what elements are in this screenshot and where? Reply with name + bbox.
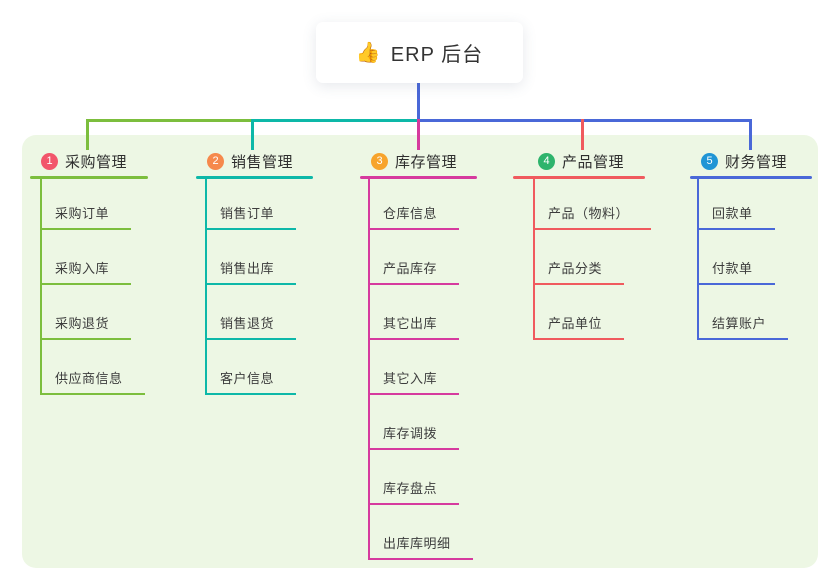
branch-title: 库存管理 bbox=[395, 153, 458, 171]
branch-vline bbox=[40, 178, 42, 395]
branch-number-badge: 4 bbox=[538, 152, 555, 170]
root-title: ERP 后台 bbox=[390, 44, 484, 66]
branch-vline bbox=[697, 178, 699, 340]
node-item[interactable]: 库存调拨 bbox=[368, 424, 460, 450]
connector-horizontal-sales bbox=[252, 119, 419, 122]
node-item[interactable]: 客户信息 bbox=[205, 369, 297, 395]
node-item[interactable]: 仓库信息 bbox=[368, 204, 460, 230]
branch-number-badge: 1 bbox=[41, 152, 58, 170]
connector-stub-purchase bbox=[86, 119, 89, 150]
node-item-label: 产品库存 bbox=[383, 261, 438, 276]
branch-vline bbox=[368, 178, 370, 560]
connector-stub-finance bbox=[749, 119, 752, 150]
node-item[interactable]: 产品单位 bbox=[533, 314, 625, 340]
branch-underline bbox=[513, 176, 645, 179]
node-item-label: 销售退货 bbox=[220, 316, 275, 331]
node-item[interactable]: 供应商信息 bbox=[40, 369, 145, 395]
root-connector-stem bbox=[417, 82, 420, 120]
node-item[interactable]: 采购入库 bbox=[40, 259, 132, 285]
node-item-label: 采购订单 bbox=[55, 206, 110, 221]
node-item[interactable]: 付款单 bbox=[697, 259, 775, 285]
connector-stub-inventory bbox=[417, 119, 420, 150]
node-item[interactable]: 其它出库 bbox=[368, 314, 460, 340]
branch-number-badge: 3 bbox=[371, 152, 388, 170]
branch-header-purchase[interactable]: 1 采购管理 bbox=[41, 150, 127, 172]
branch-underline bbox=[30, 176, 148, 179]
node-item-label: 销售订单 bbox=[220, 206, 275, 221]
background-panel bbox=[22, 135, 818, 568]
branch-title: 采购管理 bbox=[65, 153, 128, 171]
branch-title: 产品管理 bbox=[562, 153, 625, 171]
node-item-label: 供应商信息 bbox=[55, 371, 123, 386]
node-item[interactable]: 采购退货 bbox=[40, 314, 132, 340]
branch-underline bbox=[690, 176, 812, 179]
branch-vline bbox=[205, 178, 207, 395]
node-item-label: 结算账户 bbox=[712, 316, 767, 331]
node-item-label: 采购入库 bbox=[55, 261, 110, 276]
node-item-label: 采购退货 bbox=[55, 316, 110, 331]
branch-number-badge: 5 bbox=[701, 152, 718, 170]
thumbs-up-icon: 👍 bbox=[355, 41, 381, 64]
node-item[interactable]: 结算账户 bbox=[697, 314, 789, 340]
node-item-label: 其它出库 bbox=[383, 316, 438, 331]
node-item[interactable]: 销售出库 bbox=[205, 259, 297, 285]
connector-horizontal-purchase bbox=[86, 119, 254, 122]
node-item[interactable]: 产品分类 bbox=[533, 259, 625, 285]
node-item-label: 产品（物料） bbox=[548, 206, 630, 221]
node-item[interactable]: 出库库明细 bbox=[368, 534, 473, 560]
node-item-label: 销售出库 bbox=[220, 261, 275, 276]
node-item[interactable]: 销售退货 bbox=[205, 314, 297, 340]
node-item-label: 仓库信息 bbox=[383, 206, 438, 221]
branch-header-product[interactable]: 4 产品管理 bbox=[538, 150, 624, 172]
node-item[interactable]: 回款单 bbox=[697, 204, 775, 230]
node-item[interactable]: 其它入库 bbox=[368, 369, 460, 395]
node-item-label: 付款单 bbox=[712, 261, 753, 276]
branch-header-inventory[interactable]: 3 库存管理 bbox=[371, 150, 457, 172]
node-item-label: 库存调拨 bbox=[383, 426, 438, 441]
node-item-label: 客户信息 bbox=[220, 371, 275, 386]
node-item[interactable]: 采购订单 bbox=[40, 204, 132, 230]
connector-stub-product bbox=[581, 119, 584, 150]
node-item-label: 产品分类 bbox=[548, 261, 603, 276]
node-item[interactable]: 销售订单 bbox=[205, 204, 297, 230]
connector-stub-sales bbox=[251, 119, 254, 150]
branch-number-badge: 2 bbox=[207, 152, 224, 170]
branch-underline bbox=[360, 176, 477, 179]
node-item-label: 出库库明细 bbox=[383, 536, 451, 551]
node-item[interactable]: 产品（物料） bbox=[533, 204, 652, 230]
branch-header-sales[interactable]: 2 销售管理 bbox=[207, 150, 293, 172]
branch-underline bbox=[196, 176, 313, 179]
root-node[interactable]: 👍 ERP 后台 bbox=[316, 22, 523, 83]
node-item[interactable]: 库存盘点 bbox=[368, 479, 460, 505]
branch-header-finance[interactable]: 5 财务管理 bbox=[701, 150, 787, 172]
node-item-label: 库存盘点 bbox=[383, 481, 438, 496]
node-item-label: 回款单 bbox=[712, 206, 753, 221]
node-item-label: 产品单位 bbox=[548, 316, 603, 331]
node-item[interactable]: 产品库存 bbox=[368, 259, 460, 285]
branch-title: 财务管理 bbox=[725, 153, 788, 171]
branch-vline bbox=[533, 178, 535, 340]
branch-title: 销售管理 bbox=[231, 153, 294, 171]
node-item-label: 其它入库 bbox=[383, 371, 438, 386]
connector-horizontal-right bbox=[417, 119, 752, 122]
